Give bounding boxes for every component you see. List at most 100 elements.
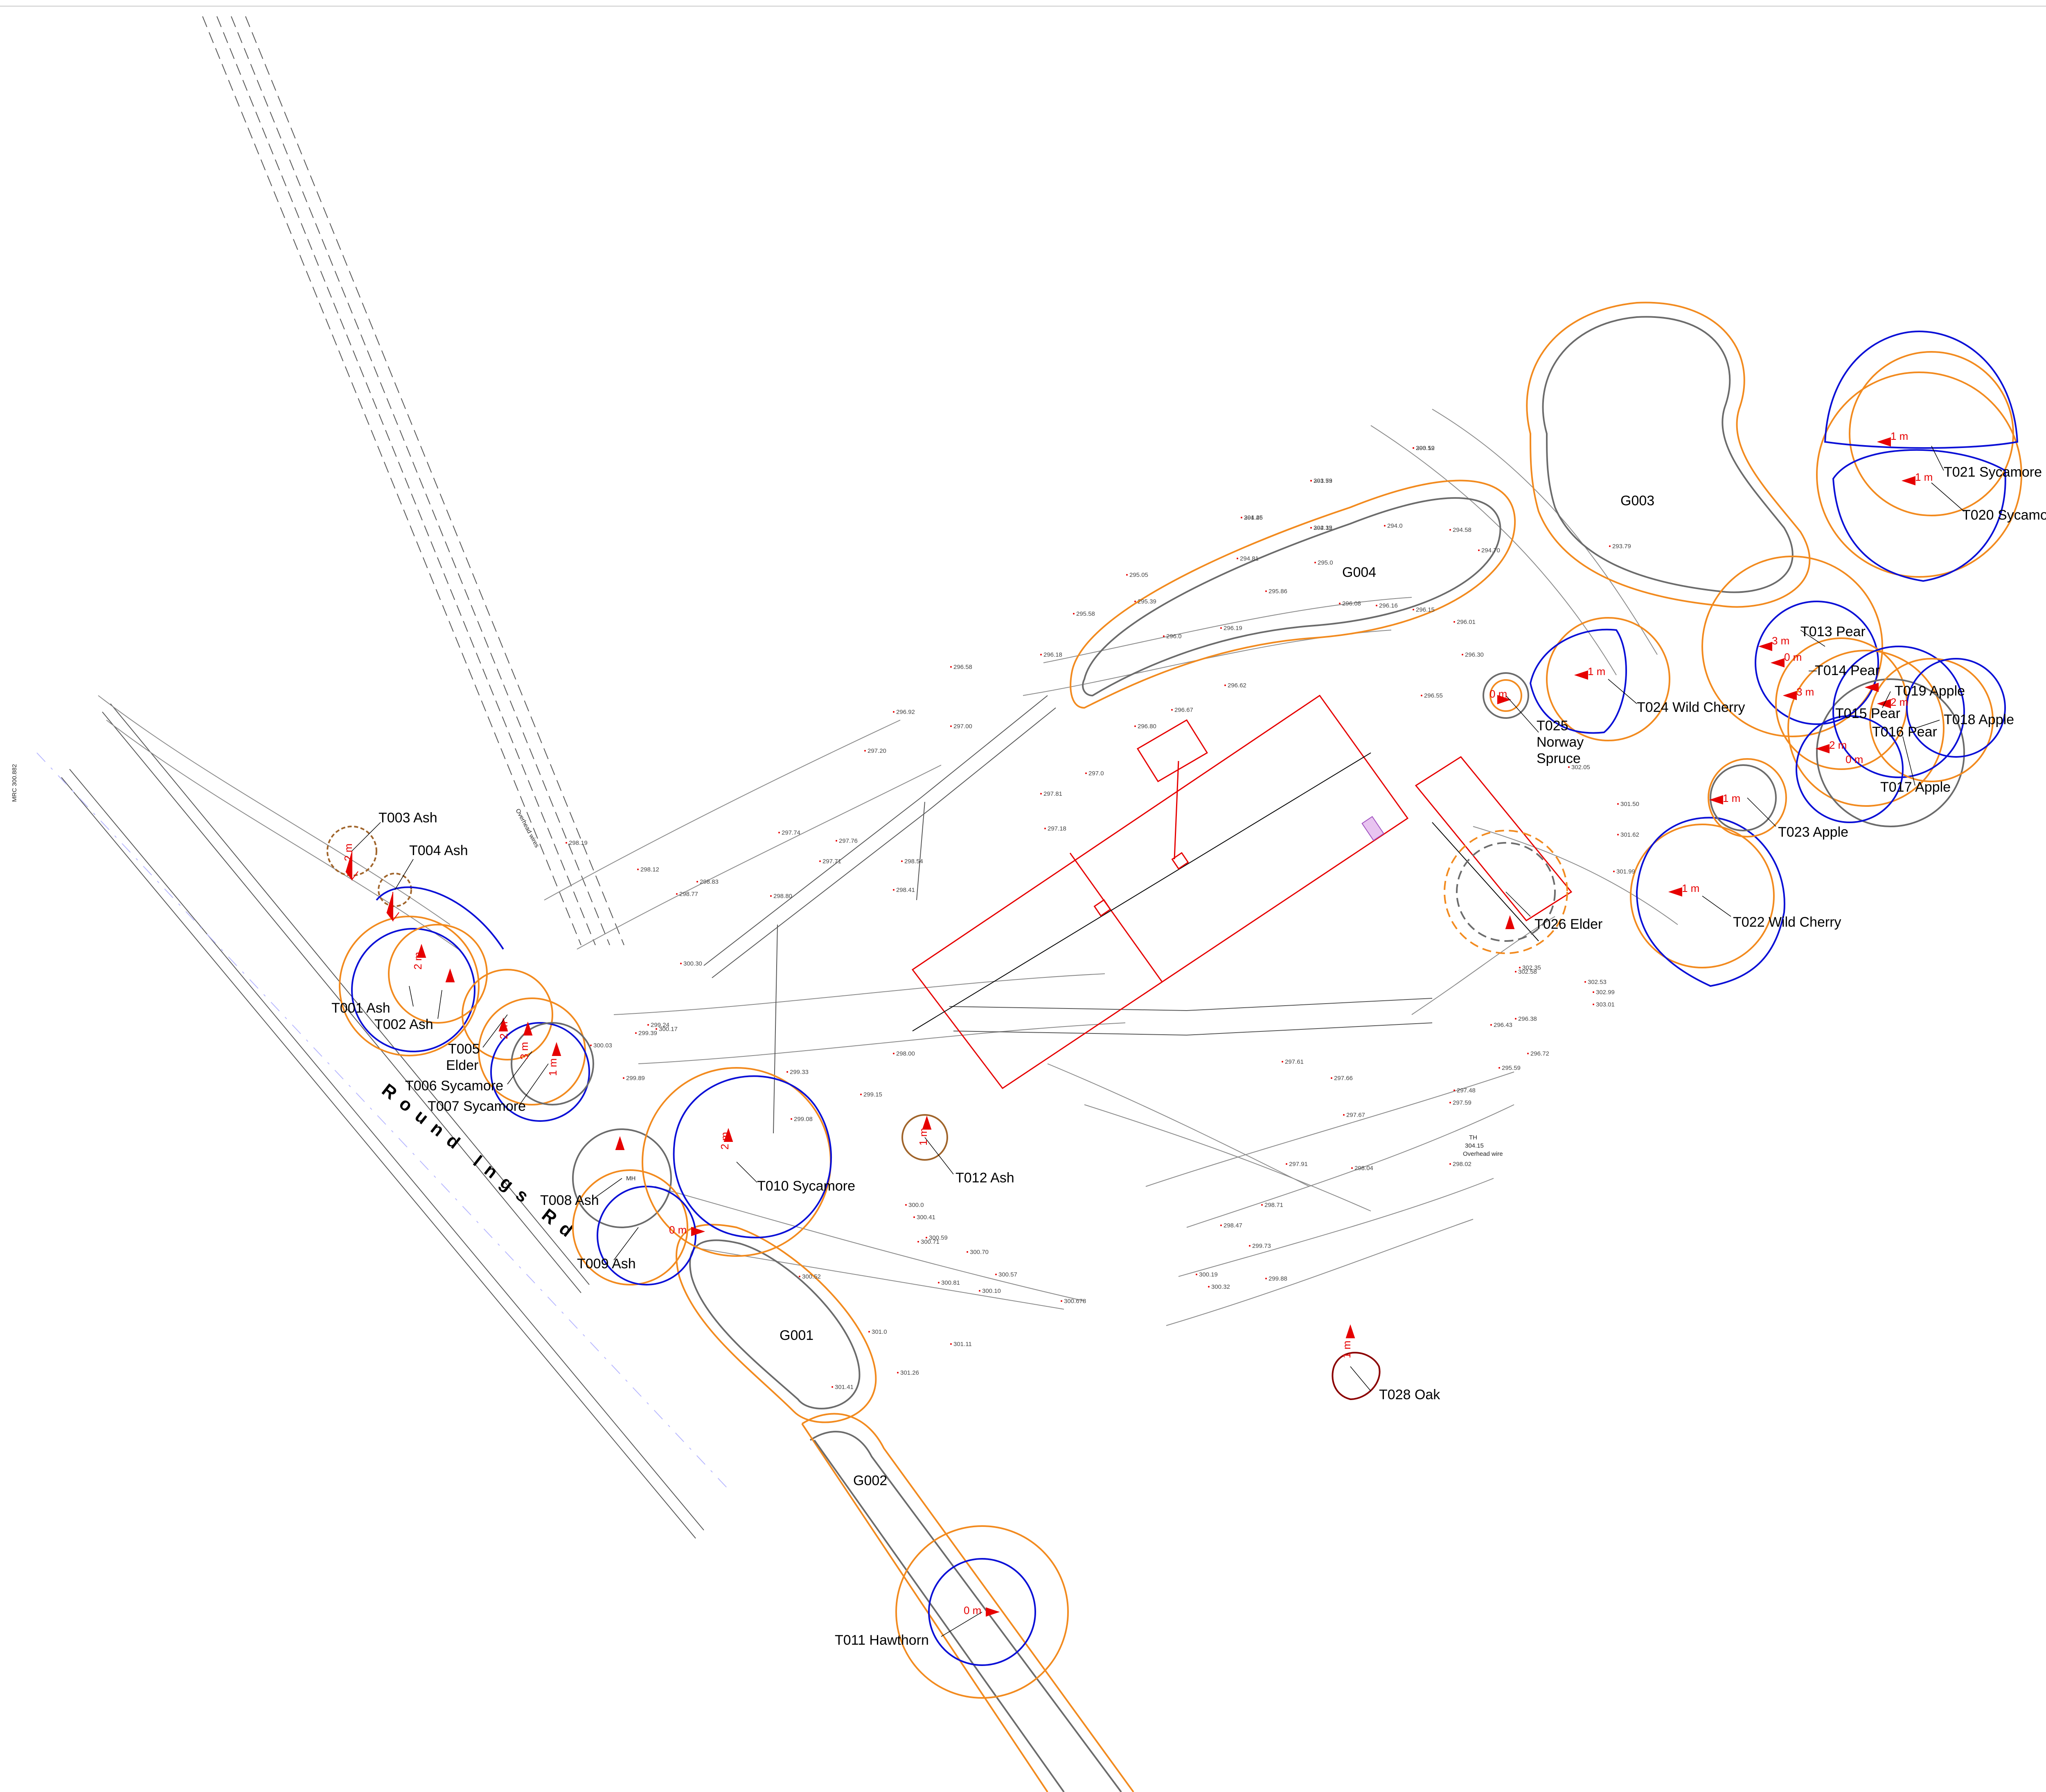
spot-level: 302.58 [1518,968,1537,975]
spot-level: 295.39 [1138,598,1156,605]
spot-level-marker [1044,828,1046,829]
spot-level-marker [1220,1225,1222,1226]
road-edges [61,703,704,1539]
spot-level: 300.52 [1416,445,1435,452]
spot-level-marker [635,1032,637,1034]
group-g003-outline [1526,302,1811,608]
tree-label-T005: T005 [448,1041,480,1057]
spot-level-marker [1515,1018,1516,1020]
tree-canopies [327,330,2022,1699]
spot-level: 294.0 [1387,522,1403,529]
spot-level: 300.0 [908,1202,924,1209]
spot-level: 298.47 [1224,1222,1242,1229]
dim-T012: 1 m [917,1128,929,1146]
spot-level-marker [1478,549,1480,551]
tree-label-T021: T021 Sycamore [1944,464,2042,480]
dim-T014: 0 m [1784,651,1802,663]
tree-label-T012: T012 Ash [955,1170,1014,1186]
spot-level-marker [1613,871,1615,872]
tree-label-T018: T018 Apple [1944,712,2014,727]
spot-level-marker [1490,1024,1492,1026]
tree-label-T025-line2: Norway [1537,734,1584,750]
road-centre-dashes [36,752,729,1490]
spot-level-marker [1310,527,1312,529]
spot-level: 297.20 [868,747,886,754]
spot-level: 300.59 [929,1234,948,1241]
tree-label-T010: T010 Sycamore [757,1178,855,1194]
spot-level: 294.70 [1481,547,1500,554]
spot-level: 301.62 [1620,831,1639,838]
spot-level-marker [1171,709,1173,711]
spot-level: 299.89 [626,1075,645,1082]
building-footprint [911,694,1573,1090]
tree-label-T025: T025 [1537,718,1568,734]
spot-level-marker [1617,834,1619,835]
spot-level-marker [1421,695,1422,696]
spot-level-marker [770,895,772,897]
tree-label-T002: T002 Ash [374,1017,433,1032]
spot-level-marker [897,1372,899,1373]
spot-level-marker [860,1094,862,1095]
spot-level: 295.58 [1076,610,1095,617]
dim-T028: 1 m [1341,1341,1353,1358]
spot-level: 299.73 [1252,1243,1271,1249]
spot-level: 300.17 [659,1026,678,1033]
dim-T011: 0 m [964,1604,981,1616]
dim-T006: 3 m [518,1042,530,1060]
spot-level: 295.05 [1129,572,1148,579]
spot-level: 300.32 [1211,1283,1230,1290]
dim-T002: 2 m [412,952,424,970]
spot-level-marker [1073,613,1075,615]
spot-level: 299.24 [651,1022,669,1029]
spot-level-marker [1519,967,1521,968]
spot-level-marker [1237,558,1238,559]
spot-level: 297.18 [1048,825,1066,832]
spot-level-marker [1617,803,1619,805]
spot-level: 298.41 [896,887,915,894]
overhead-line-corridor [202,16,624,946]
group-label-G002: G002 [853,1473,887,1488]
spot-level-marker [1351,1167,1353,1169]
spot-level: 293.19 [1416,445,1435,452]
spot-level: 298.19 [569,840,588,846]
spot-level: 301.50 [1620,801,1639,808]
group-g001-outline [676,1224,877,1423]
spot-level-marker [917,1241,919,1243]
spot-level: 301.0 [872,1328,887,1335]
spot-level: 296.62 [1228,682,1246,689]
spot-level-marker [905,1204,907,1206]
spot-level-marker [1196,1274,1197,1275]
spot-level: 300.30 [683,960,702,967]
spot-level: 296.15 [1416,606,1435,613]
spot-level: 297.74 [782,829,800,836]
spot-level: 297.0 [1088,770,1104,777]
spot-level-marker [864,750,866,752]
spot-level-marker [995,1274,997,1275]
spot-level-marker [1498,1067,1500,1069]
spot-level-marker [623,1077,624,1079]
spot-level: 300.03 [593,1042,612,1049]
building-ridge-line [912,752,1539,1031]
spot-level-marker [1593,991,1594,993]
dim-T017: 0 m [1845,753,1863,765]
tree-label-T017: T017 Apple [1880,779,1951,795]
spot-level-marker [778,832,780,833]
spot-level: 296.38 [1518,1015,1537,1022]
label-leaders [352,446,1965,1637]
spot-level: 293.79 [1612,543,1631,550]
tree-label-T015: T015 Pear [1835,706,1900,721]
spot-level-marker [950,725,952,727]
access-track [703,695,1433,1134]
spot-level-marker [1384,525,1386,527]
spot-level: 301.41 [835,1384,854,1391]
spot-level-marker [647,1024,649,1026]
spot-level: 296.92 [896,709,915,716]
spot-level: 298.02 [1453,1161,1471,1168]
spot-level-marker [950,666,952,668]
spot-level-marker [1453,621,1455,623]
spot-level: 299.88 [1269,1275,1287,1282]
dim-T022: 1 m [1682,882,1699,894]
spot-mh: MH [626,1175,635,1182]
